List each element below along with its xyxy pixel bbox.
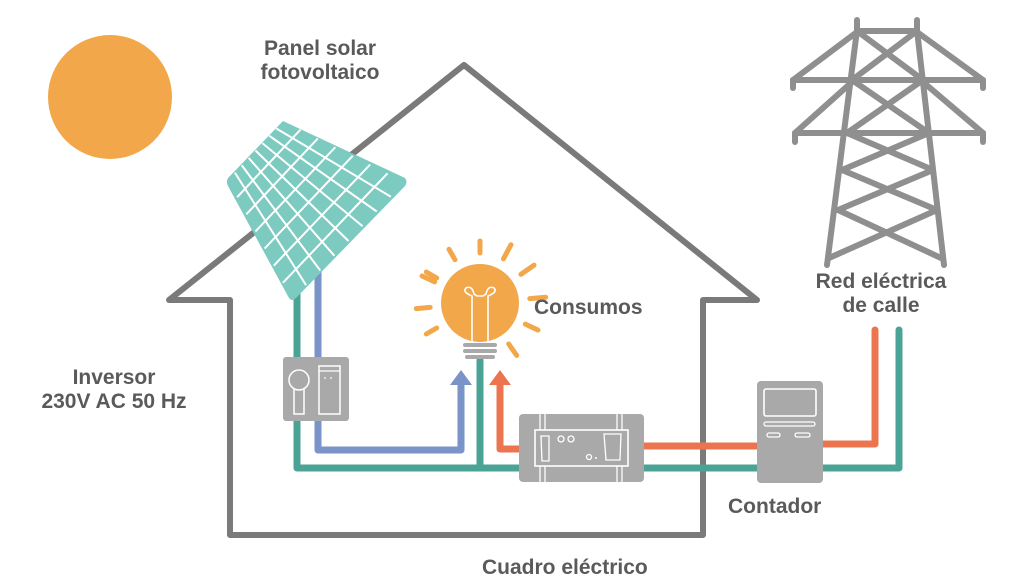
grid-label: Red eléctrica de calle xyxy=(796,270,966,318)
solar-arrow-icon xyxy=(450,370,472,385)
consumption-label: Consumos xyxy=(534,296,643,319)
sun-icon xyxy=(48,35,172,159)
electric-meter-icon xyxy=(757,381,823,483)
inverter-label: Inversor 230V AC 50 Hz xyxy=(14,366,214,414)
grid-label-line2: de calle xyxy=(842,294,920,317)
light-ray-icon xyxy=(419,273,438,285)
light-ray-icon xyxy=(413,304,433,312)
grid-label-line1: Red eléctrica xyxy=(815,270,947,293)
inverter-icon xyxy=(283,357,349,421)
power-tower-icon xyxy=(790,17,986,268)
light-ray-icon xyxy=(527,294,549,302)
inverter-label-line1: Inversor xyxy=(72,366,156,389)
light-bulb-icon xyxy=(413,238,549,359)
breaker-box-label: Cuadro eléctrico xyxy=(482,556,648,579)
panel-grid-line xyxy=(240,164,322,272)
panel-grid-line xyxy=(234,172,307,286)
panel-grid-line xyxy=(261,142,364,228)
light-ray-icon xyxy=(423,269,440,281)
light-ray-icon xyxy=(506,341,520,358)
meter-label: Contador xyxy=(728,495,822,518)
panel-grid-line xyxy=(254,149,350,242)
panel-grid-line xyxy=(268,134,378,213)
house-outline xyxy=(166,62,760,538)
inverter-label-line2: 230V AC 50 Hz xyxy=(41,390,187,413)
light-ray-icon xyxy=(518,262,537,277)
ground-wire xyxy=(293,276,903,472)
grid-arrow-icon xyxy=(489,370,511,385)
light-ray-icon xyxy=(500,242,514,262)
light-ray-icon xyxy=(522,321,541,333)
light-ray-icon xyxy=(423,325,440,337)
breaker-box-icon xyxy=(519,414,644,482)
solar-panel-icon xyxy=(226,121,407,300)
light-ray-icon xyxy=(446,246,458,263)
panel-label-line2: fotovoltaico xyxy=(260,61,380,84)
grid-wire xyxy=(496,326,879,453)
panel-label: Panel solar fotovoltaico xyxy=(230,37,410,85)
panel-label-line1: Panel solar xyxy=(263,37,377,60)
panel-grid-line xyxy=(247,157,336,257)
panel-grid-line xyxy=(275,127,392,198)
